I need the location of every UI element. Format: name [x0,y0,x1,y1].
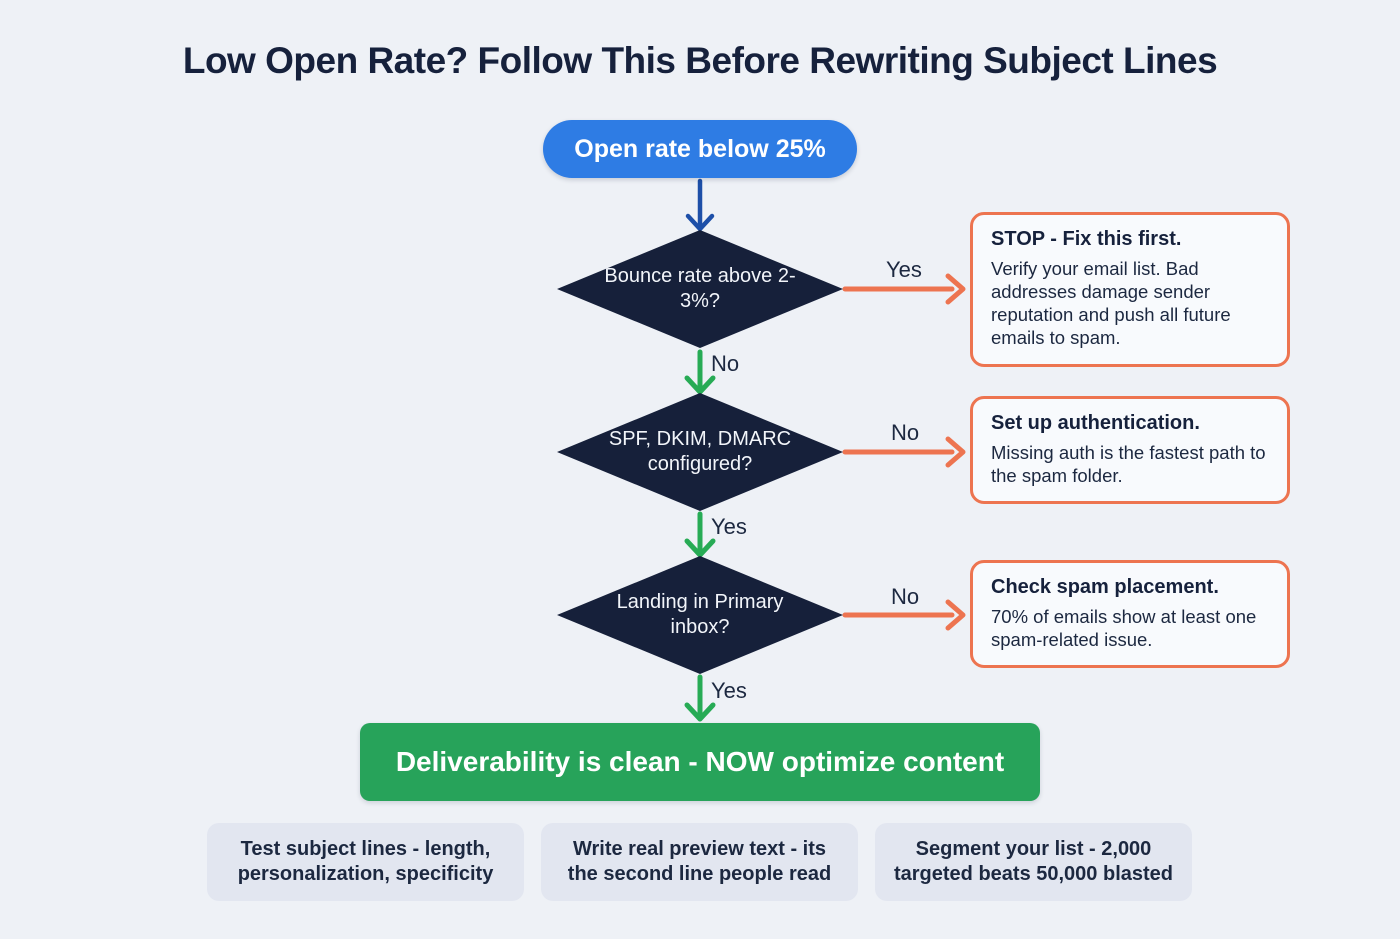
decision-bounce-rate: Bounce rate above 2-3%? [557,230,843,348]
edge-label-decision2-right: No [891,420,920,445]
callout-stop-body: Verify your email list. Bad addresses da… [991,258,1231,349]
tip-preview-text: Write real preview text - its the second… [541,823,858,901]
decision-authentication-label: SPF, DKIM, DMARC configured? [608,428,792,475]
callout-auth-body: Missing auth is the fastest path to the … [991,442,1266,487]
tip-test-subject-lines: Test subject lines - length, personaliza… [207,823,524,901]
decision-primary-inbox: Landing in Primary inbox? [557,556,843,674]
edge-label-decision1-down: No [711,351,740,376]
success-node: Deliverability is clean - NOW optimize c… [360,723,1040,801]
edge-label-decision2-down: Yes [711,514,747,539]
decision-primary-inbox-label: Landing in Primary inbox? [616,591,784,638]
arrow-decision1-no [684,349,716,395]
start-node: Open rate below 25% [543,120,857,178]
callout-auth-title: Set up authentication. [991,412,1200,434]
callout-check-spam-placement: Check spam placement. 70% of emails show… [970,560,1290,669]
callout-spam-title: Check spam placement. [991,576,1219,598]
callout-stop-fix-first: STOP - Fix this first. Verify your email… [970,212,1290,367]
callout-stop-title: STOP - Fix this first. [991,228,1182,250]
arrow-start-to-decision1 [685,178,715,232]
page-title: Low Open Rate? Follow This Before Rewrit… [182,40,1218,81]
callout-spam-body: 70% of emails show at least one spam-rel… [991,606,1257,651]
edge-label-decision3-down: Yes [711,678,747,703]
decision-bounce-rate-label: Bounce rate above 2-3%? [604,265,796,312]
edge-label-decision3-right: No [891,584,920,609]
tip-segment-list: Segment your list - 2,000 targeted beats… [875,823,1192,901]
arrow-decision2-yes [684,511,716,558]
callout-set-up-authentication: Set up authentication. Missing auth is t… [970,396,1290,505]
edge-label-decision1-right: Yes [886,257,922,282]
arrow-decision3-yes [684,674,716,722]
decision-authentication: SPF, DKIM, DMARC configured? [557,393,843,511]
